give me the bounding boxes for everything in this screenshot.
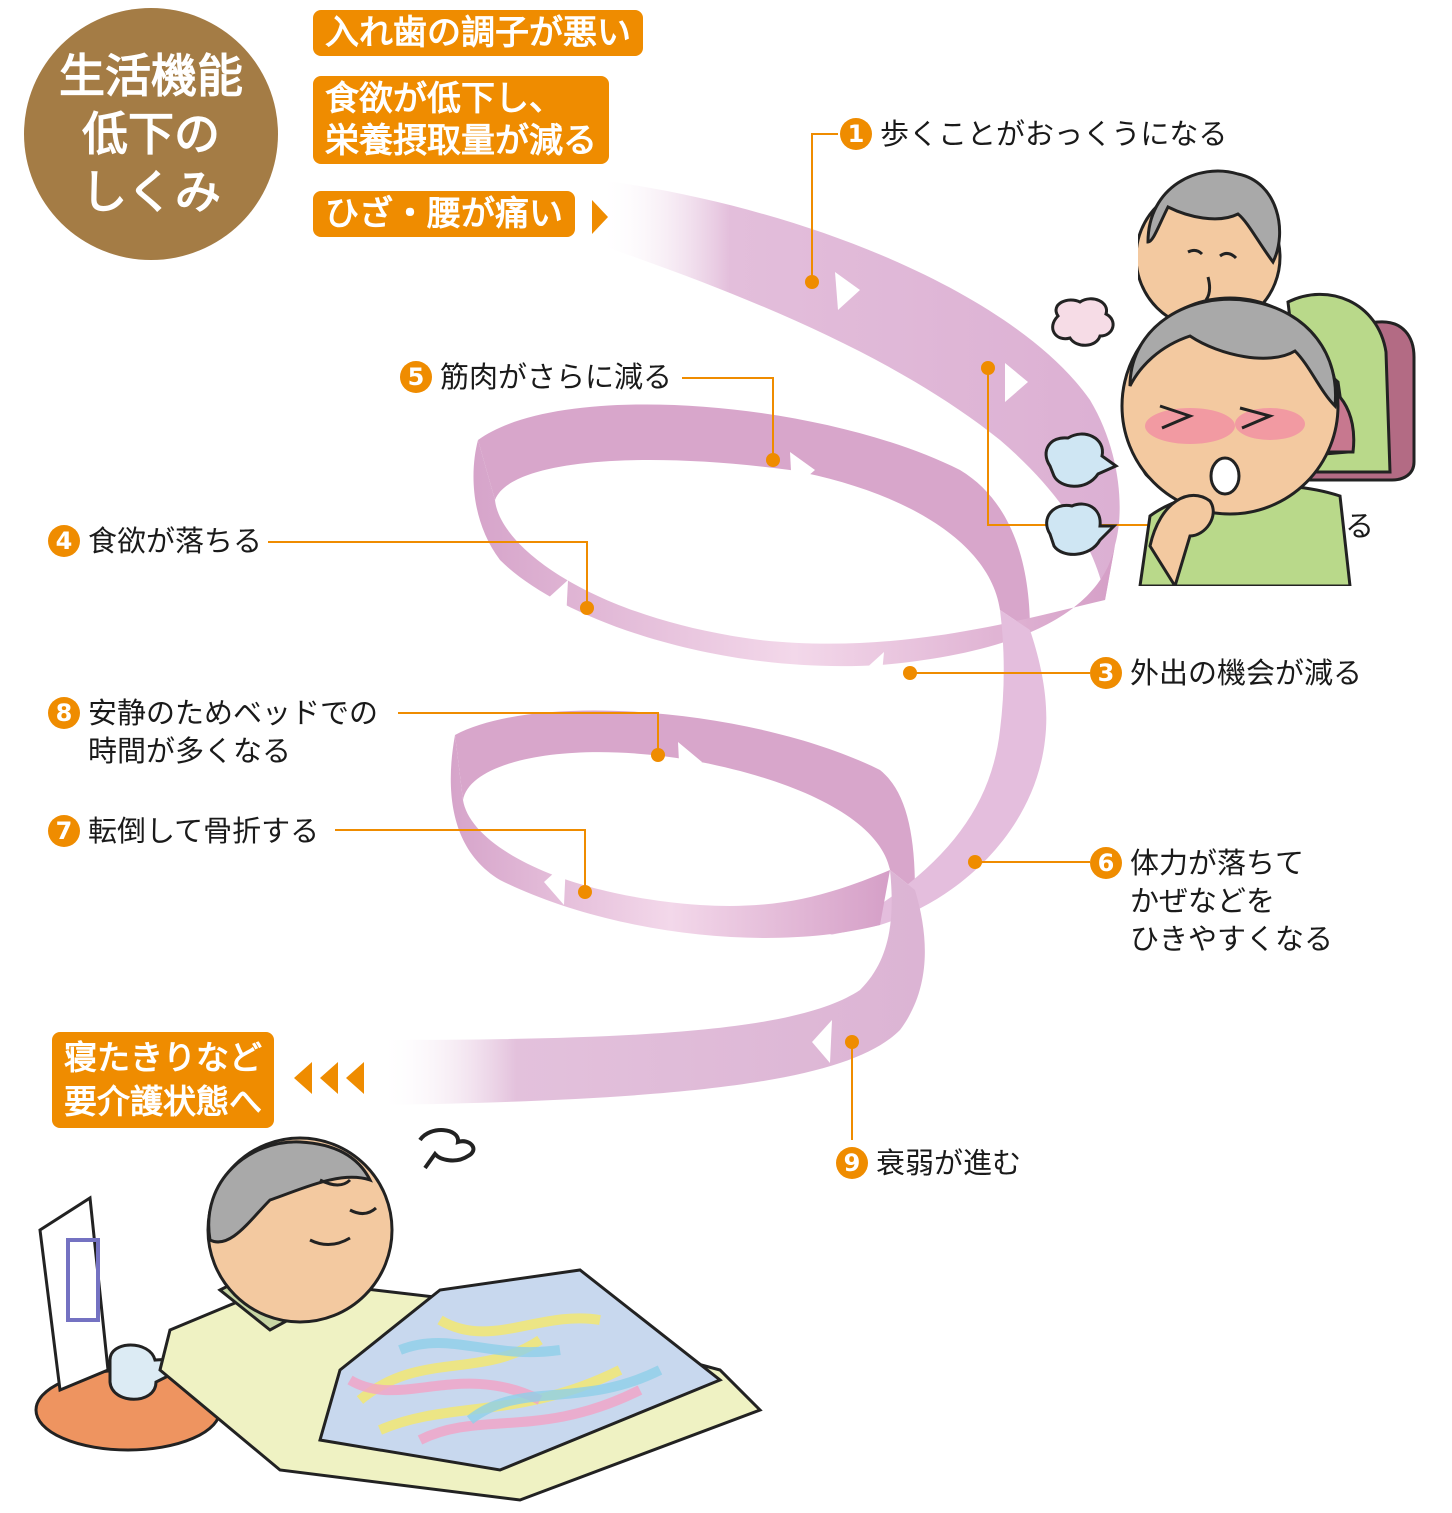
step-label: 歩くことがおっくうになる	[880, 117, 1228, 151]
step-label: 体力が落ちて かぜなどを ひきやすくなる	[1130, 846, 1334, 956]
title-line-2: 低下の	[82, 107, 220, 161]
step-label: 筋肉がさらに減る	[440, 360, 673, 394]
step-8: 8 安静のためベッドでの 時間が多くなる	[48, 694, 378, 770]
result-label: 寝たきりなど 要介護状態へ	[64, 1038, 262, 1121]
title-line-1: 生活機能	[59, 49, 243, 103]
cause-arrow-icon	[592, 200, 608, 234]
step-label: 安静のためベッドでの 時間が多くなる	[88, 696, 379, 768]
step-9: 9 衰弱が進む	[836, 1144, 1021, 1182]
step-number: 8	[48, 697, 80, 729]
step-label: 食欲が落ちる	[88, 524, 263, 558]
step-label: 衰弱が進む	[876, 1146, 1022, 1180]
cause-appetite: 食欲が低下し、 栄養摂取量が減る	[313, 76, 609, 164]
elderly-person-in-bed-illustration	[34, 1128, 763, 1502]
step-6: 6 体力が落ちて かぜなどを ひきやすくなる	[1090, 844, 1333, 958]
step-1: 1 歩くことがおっくうになる	[840, 115, 1227, 153]
step-label: 外出の機会が減る	[1130, 656, 1363, 690]
result-box: 寝たきりなど 要介護状態へ	[52, 1032, 274, 1128]
step-4: 4 食欲が落ちる	[48, 522, 262, 560]
step-label: 転倒して骨折する	[88, 814, 320, 848]
step-3: 3 外出の機会が減る	[1090, 654, 1362, 692]
ribbon-connector	[830, 610, 1047, 935]
cause-knee-back-pain: ひざ・腰が痛い	[313, 191, 575, 237]
step-number: 3	[1090, 657, 1122, 689]
ribbon-back-lower	[455, 710, 915, 890]
step-number: 1	[840, 118, 872, 150]
step-number: 4	[48, 525, 80, 557]
step-number: 5	[400, 361, 432, 393]
step-7: 7 転倒して骨折する	[48, 812, 319, 850]
step-number: 9	[836, 1147, 868, 1179]
title-badge: 生活機能 低下の しくみ	[24, 8, 278, 260]
leader-dots	[578, 275, 995, 1049]
step-number: 6	[1090, 847, 1122, 879]
step-number: 7	[48, 815, 80, 847]
ribbon-entry	[600, 180, 1120, 600]
title-line-3: しくみ	[81, 165, 221, 219]
cause-dentures: 入れ歯の調子が悪い	[313, 10, 643, 56]
step-5: 5 筋肉がさらに減る	[400, 358, 672, 396]
ribbon-back-upper	[478, 404, 1030, 630]
direction-arrows	[544, 272, 1028, 1063]
elderly-man-coughing-illustration	[1044, 296, 1352, 586]
ribbon-exit	[380, 870, 925, 1105]
